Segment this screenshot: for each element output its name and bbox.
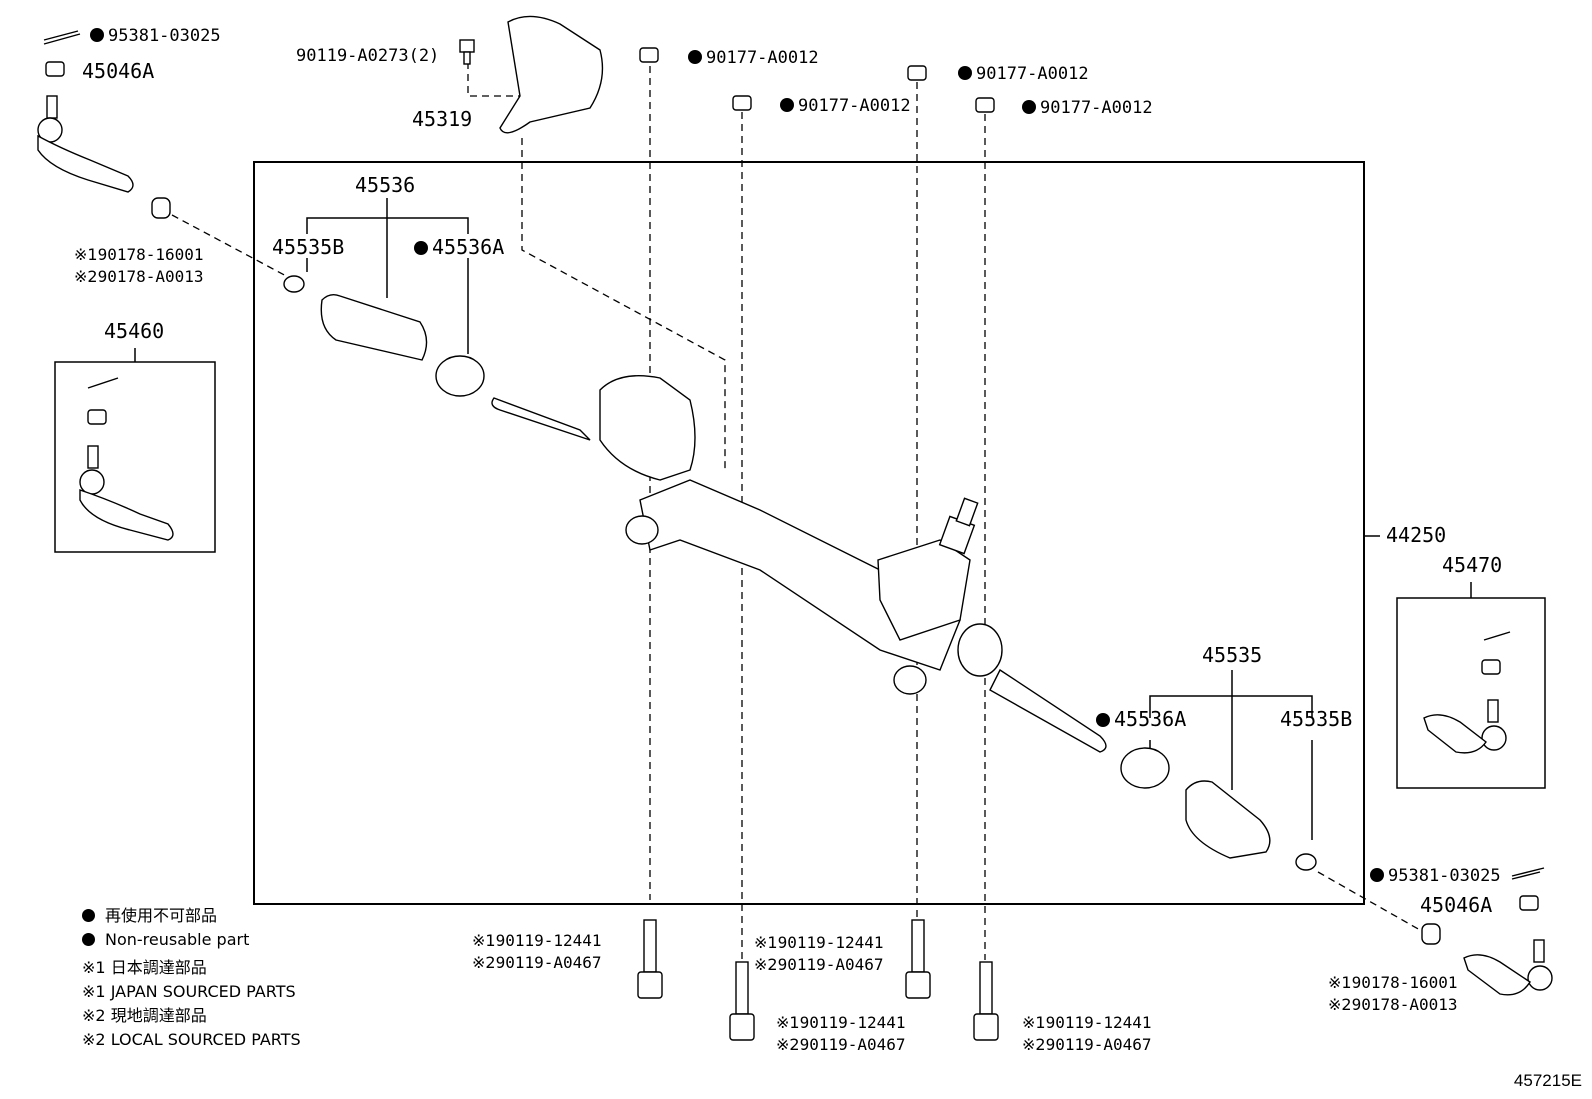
figure-number: 457215E [1513,1071,1582,1090]
non-reusable-dot-icon [1370,868,1384,882]
bolt-45319-label: 90119-A0273(2) [296,46,440,66]
nut-top-label: 45046A [82,59,155,83]
legend-japan-sourced-en: ※1 JAPAN SOURCED PARTS [82,982,296,1001]
nut-b-label: 90177-A0012 [780,96,911,116]
non-reusable-dot-icon [90,28,104,42]
legend-local-sourced-jp: ※2 現地調達部品 [82,1006,207,1025]
tie-rod-end-right-box [1396,597,1546,789]
bolt-3-label: ※190119-12441 ※290119-A0467 [754,933,884,974]
non-reusable-dot-icon [780,98,794,112]
bolt-1-label: ※190119-12441 ※290119-A0467 [472,931,602,972]
tie-rod-end-right-label: 45470 [1442,553,1503,577]
clip-left-label: 45535B [272,235,345,259]
non-reusable-dot-icon [1022,100,1036,114]
legend-japan-sourced-jp: ※1 日本調達部品 [82,958,207,977]
boot-set-left-label: 45536 [355,173,416,197]
clip-right-label: 45535B [1280,707,1353,731]
nut-a-label: 90177-A0012 [688,48,819,68]
bracket-label: 45319 [412,107,473,131]
non-reusable-dot-icon [1096,713,1110,727]
cotter-pin-bottom-label: 95381-03025 [1370,866,1501,886]
non-reusable-dot-icon [82,933,95,946]
cotter-pin-top-label: 95381-03025 [90,26,221,46]
nut-c-label: 90177-A0012 [958,64,1089,84]
tie-rod-end-left-label: 45460 [104,319,165,343]
legend-non-reusable-jp: 再使用不可部品 [82,904,217,928]
nut-bottom-label: 45046A [1420,893,1493,917]
non-reusable-dot-icon [688,50,702,64]
band-right-label: 45536A [1096,708,1186,730]
assembly-frame [253,161,1365,905]
band-left-label: 45536A [414,236,504,258]
boot-set-right-label: 45535 [1202,643,1263,667]
bushing-right-label: ※190178-16001 ※290178-A0013 [1328,973,1458,1014]
bushing-left-label: ※190178-16001 ※290178-A0013 [74,245,204,286]
non-reusable-dot-icon [958,66,972,80]
legend-non-reusable-en: Non-reusable part [82,928,249,952]
bolt-4-label: ※190119-12441 ※290119-A0467 [1022,1013,1152,1054]
legend-local-sourced-en: ※2 LOCAL SOURCED PARTS [82,1030,301,1049]
nut-d-label: 90177-A0012 [1022,98,1153,118]
bolt-2-label: ※190119-12441 ※290119-A0467 [776,1013,906,1054]
gear-assembly-label: 44250 [1386,523,1447,547]
non-reusable-dot-icon [414,241,428,255]
non-reusable-dot-icon [82,909,95,922]
